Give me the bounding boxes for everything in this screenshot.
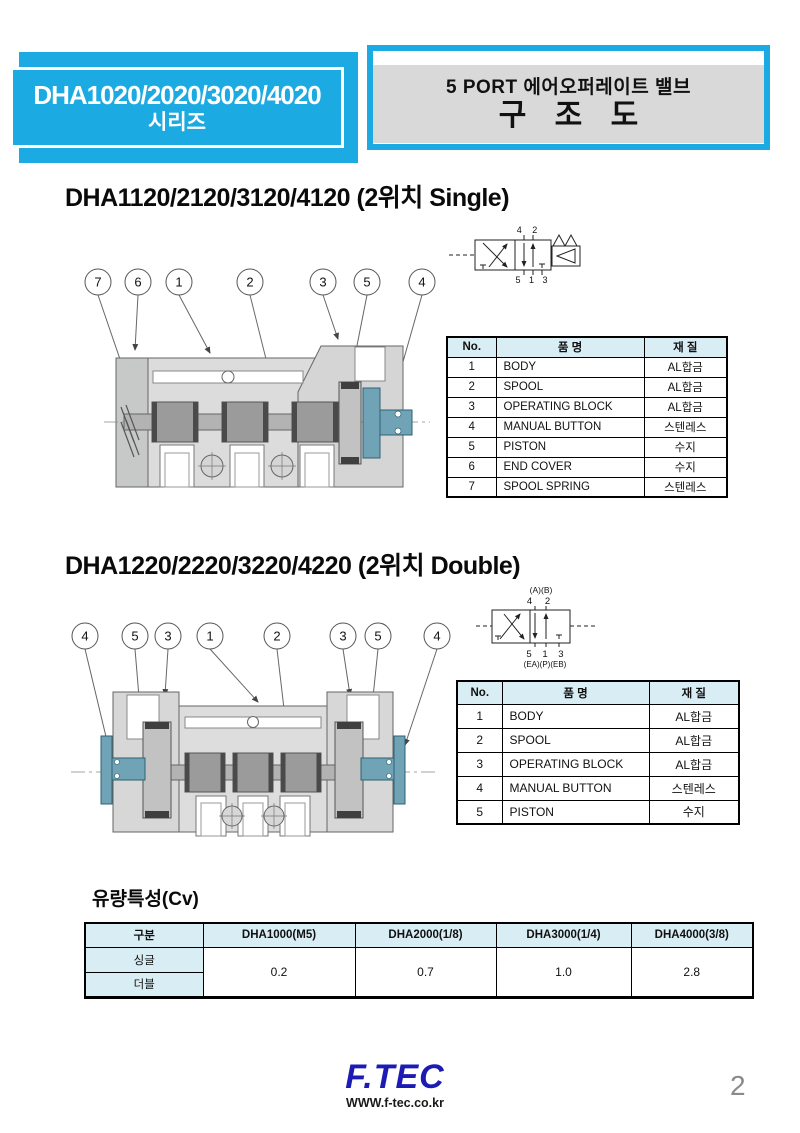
svg-text:3: 3	[164, 629, 171, 644]
cv-value: 0.2	[202, 946, 356, 998]
spool-spring	[120, 404, 140, 458]
col-header: 품 명	[495, 336, 645, 358]
series-header-box: DHA1020/2020/3020/4020 시리즈	[10, 52, 358, 163]
col-header: DHA3000(1/4)	[495, 922, 632, 948]
symbol-bottom-paren: (EA)(P)(EB)	[524, 660, 567, 669]
cv-value: 0.7	[354, 946, 497, 998]
col-header: No.	[446, 336, 497, 358]
svg-text:2: 2	[273, 629, 280, 644]
valve-body-double	[71, 691, 435, 837]
valve-symbol-double: (A)(B) 4 2 5 1 3 (EA)(P)(EB)	[476, 585, 596, 669]
series-suffix: 시리즈	[148, 111, 206, 134]
valve-body-single	[104, 345, 430, 488]
col-header: No.	[456, 680, 503, 705]
logo-url: WWW.f-tec.co.kr	[346, 1096, 444, 1110]
svg-text:5: 5	[374, 629, 381, 644]
piston-single	[338, 381, 362, 465]
col-header: 재 질	[643, 336, 728, 358]
table-row: 싱글 0.2 0.7 1.0 2.8	[84, 946, 754, 998]
svg-text:6: 6	[134, 275, 141, 290]
symbol-top-ports: 4 2	[527, 596, 555, 607]
col-header: DHA2000(1/8)	[354, 922, 497, 948]
company-logo: F.TEC WWW.f-tec.co.kr	[320, 1060, 470, 1110]
col-header: 품 명	[501, 680, 650, 705]
manual-button-left	[100, 735, 146, 805]
cv-value: 2.8	[630, 946, 754, 998]
symbol-top-paren: (A)(B)	[530, 585, 553, 595]
spool-lands	[151, 401, 339, 443]
svg-text:5: 5	[363, 275, 370, 290]
col-header: DHA1000(M5)	[202, 922, 356, 948]
svg-text:7: 7	[94, 275, 101, 290]
flow-table: 구분 DHA1000(M5) DHA2000(1/8) DHA3000(1/4)…	[84, 922, 754, 999]
row-label-single: 싱글	[84, 946, 204, 973]
svg-text:4: 4	[81, 629, 88, 644]
symbol-bottom-ports: 5 1 3	[526, 649, 567, 660]
manual-button-right	[360, 735, 406, 805]
svg-text:2: 2	[246, 275, 253, 290]
col-header: 구분	[84, 922, 204, 948]
manual-button-single	[362, 387, 413, 459]
page-title: 구 조 도	[498, 98, 649, 132]
logo-text: F.TEC	[345, 1058, 445, 1096]
col-header: DHA4000(3/8)	[630, 922, 754, 948]
section-heading-single: DHA1120/2120/3120/4120 (2위치 Single)	[65, 184, 510, 212]
symbol-bottom-ports: 5 1 3	[515, 275, 550, 284]
svg-text:1: 1	[175, 275, 182, 290]
page-subtitle: 5 PORT 에어오퍼레이트 밸브	[445, 76, 691, 98]
valve-symbol-single: 4 2 5 1 3	[449, 225, 581, 284]
row-label-double: 더블	[84, 971, 204, 998]
svg-text:4: 4	[418, 275, 425, 290]
section-heading-double: DHA1220/2220/3220/4220 (2위치 Double)	[65, 552, 521, 580]
piston-right	[334, 721, 364, 819]
page-title-box: 5 PORT 에어오퍼레이트 밸브 구 조 도	[367, 45, 770, 150]
svg-text:5: 5	[131, 629, 138, 644]
cv-value: 1.0	[495, 946, 632, 998]
svg-text:1: 1	[206, 629, 213, 644]
col-header: 재 질	[648, 680, 740, 705]
svg-text:4: 4	[433, 629, 440, 644]
callout-balloons-double: 4 5 3 1 2 3 5 4	[71, 622, 451, 650]
callout-balloons-single: 7 6 1 2 3 5 4	[84, 268, 436, 296]
table-row: 더블	[84, 971, 753, 998]
cross-section-diagram-double: 4 5 3 1 2 3 5 4	[71, 622, 451, 837]
svg-text:3: 3	[339, 629, 346, 644]
svg-text:3: 3	[319, 275, 326, 290]
flow-section-title: 유량특성(Cv)	[92, 889, 199, 910]
series-header-front: DHA1020/2020/3020/4020 시리즈	[10, 67, 344, 148]
series-name: DHA1020/2020/3020/4020	[33, 80, 321, 110]
piston-left	[142, 721, 172, 819]
symbol-top-ports: 4 2	[517, 225, 542, 235]
cross-section-diagram-single: 7 6 1 2 3 5 4	[84, 268, 436, 488]
page-title-band: 5 PORT 에어오퍼레이트 밸브 구 조 도	[373, 65, 764, 143]
page-number: 2	[730, 1070, 746, 1101]
